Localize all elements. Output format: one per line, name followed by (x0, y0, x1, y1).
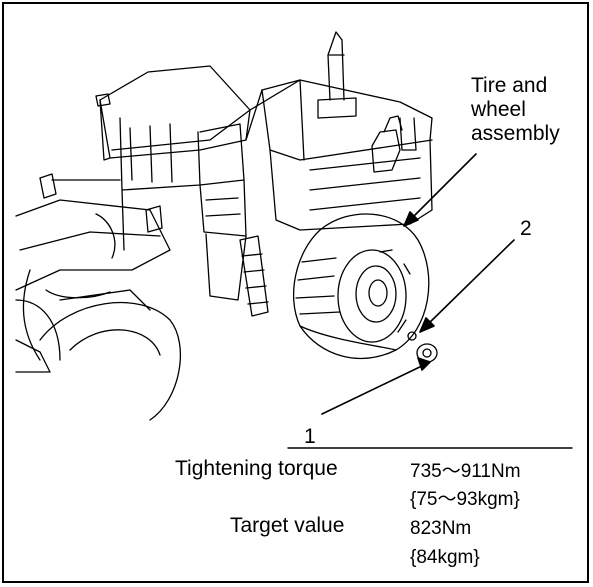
target-value-nm: 823Nm (410, 518, 472, 539)
engine-hood (245, 79, 433, 231)
arrow-nut (423, 239, 515, 329)
tire-wheel-assembly (293, 213, 430, 359)
lift-arm (15, 199, 171, 373)
tightening-torque-kgm: {75～93kgm} (410, 489, 520, 510)
arrow-tire-assembly (407, 153, 477, 223)
diagram-frame (2, 2, 589, 583)
arrowhead-washer (417, 357, 431, 371)
cab (95, 65, 251, 191)
target-value-label: Target value (230, 514, 345, 537)
callout-washer: 1 (304, 425, 316, 448)
leader-arrows (321, 153, 515, 415)
front-wheel (15, 299, 182, 421)
arrow-washer (321, 363, 427, 415)
tightening-torque-label: Tightening torque (175, 457, 338, 480)
washer (407, 331, 417, 341)
target-value-kgm: {84kgm} (410, 547, 480, 568)
front-frame (39, 173, 269, 317)
exhaust-stack (317, 31, 357, 119)
callout-nut: 2 (520, 217, 532, 240)
label-tire-wheel-assembly: Tire and wheel assembly (471, 74, 560, 145)
tightening-torque-nm: 735～911Nm (410, 461, 521, 482)
arrowhead-nut (419, 317, 435, 333)
arrowhead-tire-assembly (403, 211, 419, 227)
